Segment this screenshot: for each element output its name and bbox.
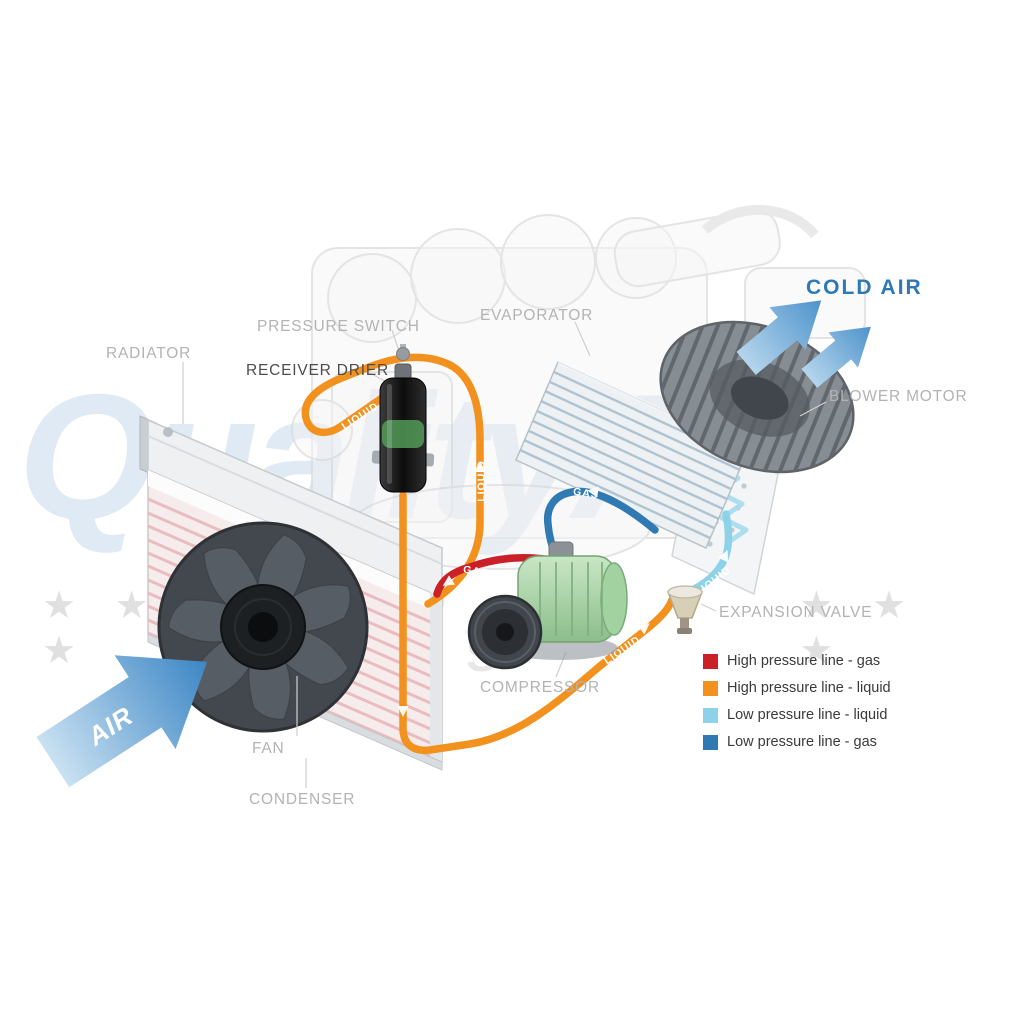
label-blower-motor: BLOWER MOTOR [829,388,968,405]
pipe-hp-liquid-drier-to-valve [399,491,676,755]
label-evaporator: EVAPORATOR [480,307,594,324]
pipe-label-gas-low: GAS [572,486,599,501]
evaporator-coil [712,463,749,547]
legend-swatch-hp-gas [703,653,718,669]
label-radiator: RADIATOR [106,345,192,362]
legend-item-lp-liquid: Low pressure line - liquid [703,707,891,723]
pipe-label-liquid-vertical: LIQUID [476,460,488,502]
legend-item-hp-gas: High pressure line - gas [703,653,891,669]
legend-swatch-lp-gas [703,734,718,750]
label-pressure-switch: PRESSURE SWITCH [257,318,420,335]
pipe-lp-gas [543,487,659,562]
legend-item-lp-gas: Low pressure line - gas [703,734,891,750]
legend-label: Low pressure line - liquid [727,707,888,723]
legend-swatch-lp-liquid [703,707,718,723]
watermark-stars-right: ★ ★ ★ [799,585,921,672]
legend-label: Low pressure line - gas [727,734,877,750]
pipe-hp-liquid-condenser-to-drier [301,353,484,608]
compressor-graphic [467,541,628,670]
label-fan: FAN [252,740,285,757]
legend: High pressure line - gas High pressure l… [703,653,891,750]
label-receiver-drier: RECEIVER DRIER [246,362,389,379]
label-compressor: COMPRESSOR [480,679,600,696]
expansion-valve-graphic [666,585,704,634]
legend-swatch-hp-liquid [703,680,718,696]
watermark-stars-left: ★ ★ ★ [42,585,163,672]
pipe-label-gas-high: GAS [462,564,489,580]
label-cold-air: COLD AIR [806,276,923,299]
legend-item-hp-liquid: High pressure line - liquid [703,680,891,696]
fan-graphic [157,521,369,733]
legend-label: High pressure line - liquid [727,680,891,696]
air-arrow: AIR [36,655,208,788]
legend-label: High pressure line - gas [727,653,881,669]
cold-air-arrows [736,300,871,388]
receiver-drier-graphic [371,344,435,493]
label-condenser: CONDENSER [249,791,356,808]
label-expansion-valve: EXPANSION VALVE [719,604,873,621]
